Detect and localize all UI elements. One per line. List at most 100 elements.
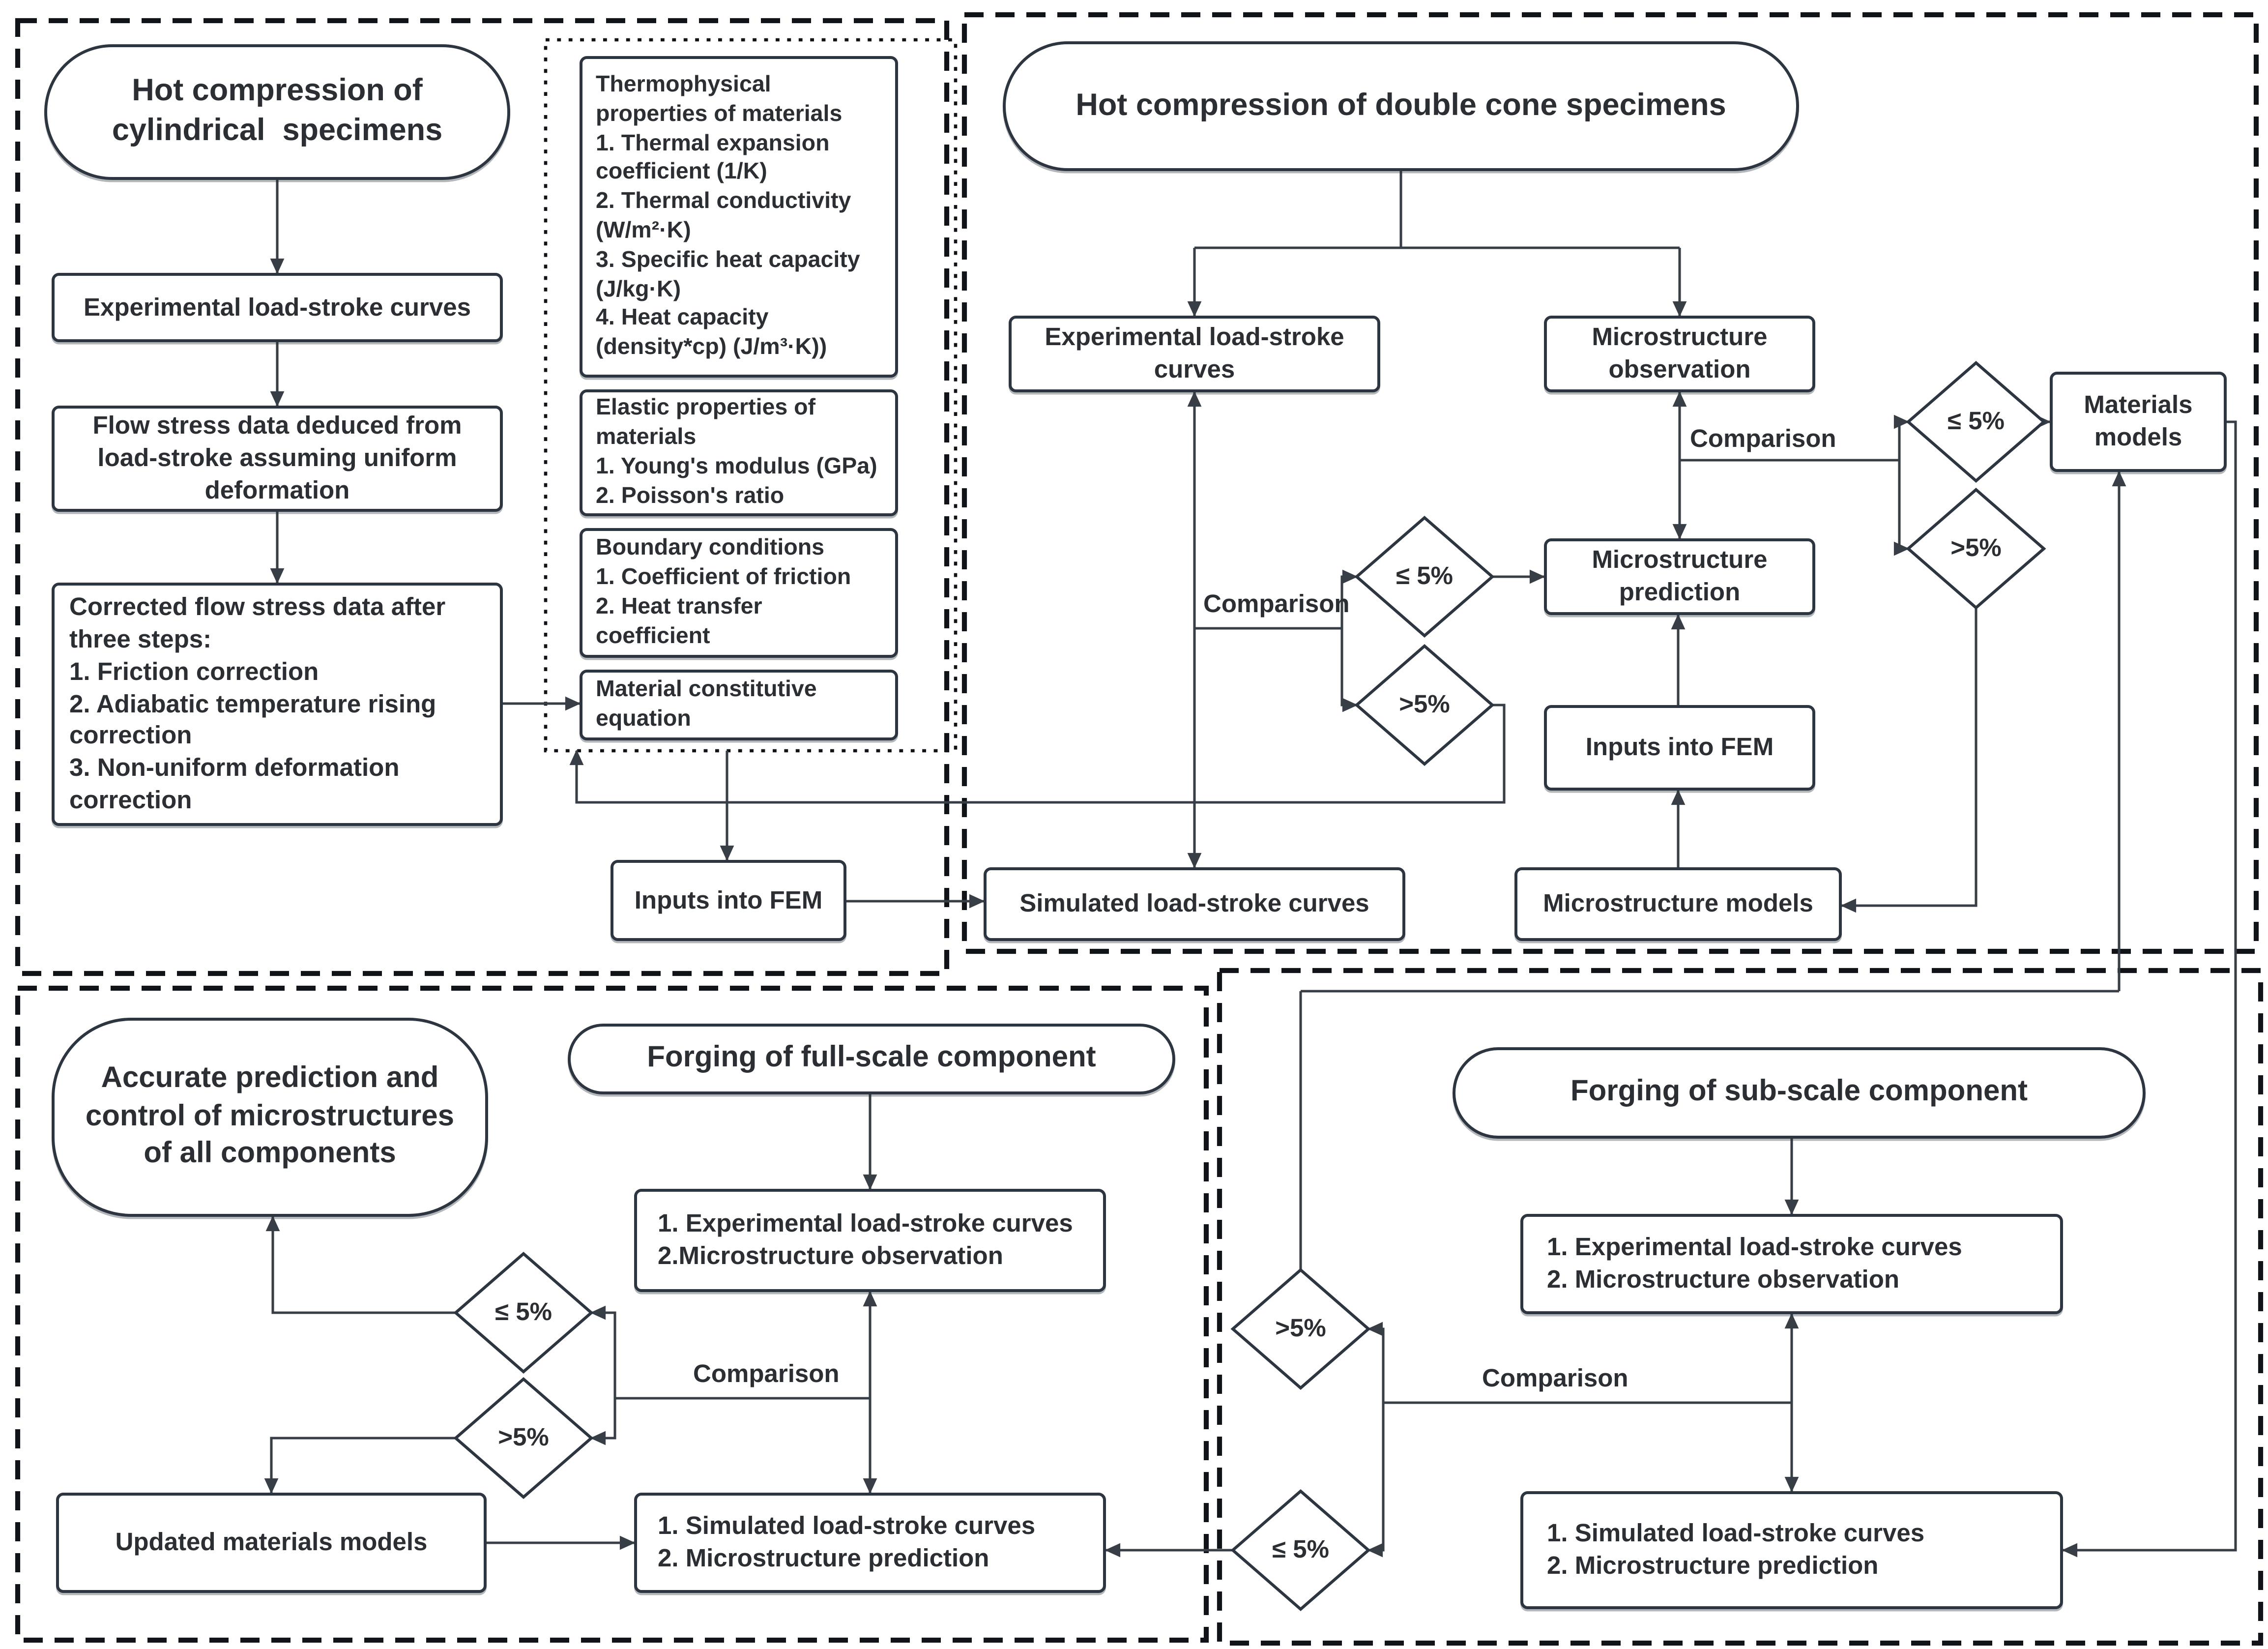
terminal-line: control of microstructures bbox=[85, 1100, 455, 1133]
decision-diamond-full-gt5 bbox=[453, 1377, 594, 1499]
terminal-line: Accurate prediction and bbox=[101, 1062, 439, 1095]
list-line: Boundary conditions bbox=[596, 536, 824, 561]
decision-diamond-micro-le5 bbox=[1906, 361, 2046, 483]
list-line: Elastic properties of materials bbox=[596, 396, 816, 450]
list-line: 1. Experimental load-stroke curves bbox=[1547, 1233, 1962, 1262]
decision-label-sub-gt5: >5% bbox=[1275, 1314, 1326, 1342]
decision-diamond-full-le5 bbox=[453, 1252, 594, 1374]
process-sub-simulated: 1. Simulated load-stroke curves 2. Micro… bbox=[1520, 1491, 2063, 1609]
terminal-label: Hot compression of double cone specimens bbox=[1076, 88, 1726, 122]
arrow-microgt5-micromodels bbox=[1840, 608, 1977, 913]
process-microstructure-prediction: Microstructure prediction bbox=[1544, 538, 1815, 615]
arrow-branch-gt5 bbox=[1340, 628, 1358, 712]
list-line: 2. Microstructure prediction bbox=[658, 1544, 989, 1572]
process-label: Experimental load-stroke curves bbox=[83, 293, 471, 321]
process-label: Updated materials models bbox=[115, 1528, 428, 1557]
decision-label-micro-le5: ≤ 5% bbox=[1948, 407, 2005, 435]
list-line: 1. Simulated load-stroke curves bbox=[658, 1512, 1036, 1540]
arrow-branch-suble5 bbox=[1367, 1403, 1385, 1558]
decision-diamond-loadstroke-le5 bbox=[1354, 516, 1495, 638]
process-label: Flow stress data deduced from load-strok… bbox=[92, 412, 462, 504]
process-label: Microstructure observation bbox=[1592, 323, 1768, 383]
list-line: 3. Specific heat capacity (J/kg·K) bbox=[596, 247, 860, 302]
process-label: Simulated load-stroke curves bbox=[1019, 889, 1369, 918]
process-label: Experimental load-stroke curves bbox=[1045, 323, 1344, 383]
process-experimental-curves-cyl: Experimental load-stroke curves bbox=[52, 273, 503, 342]
arrow-branch-subgt5 bbox=[1367, 1322, 1385, 1403]
process-label: Inputs into FEM bbox=[634, 885, 823, 914]
label-comparison-micro: Comparison bbox=[1690, 425, 1836, 453]
list-line: 2.Microstructure observation bbox=[658, 1242, 1003, 1270]
list-line: 4. Heat capacity (density*cp) (J/m³·K)) bbox=[596, 306, 827, 360]
list-line: Material constitutive equation bbox=[596, 677, 817, 732]
arrow-branch-fullgt5 bbox=[590, 1398, 616, 1445]
list-line: 1. Experimental load-stroke curves bbox=[658, 1209, 1073, 1238]
terminal-hot-compression-cylindrical: Hot compression of cylindrical specimens bbox=[44, 44, 510, 180]
arrow-branch-microle5 bbox=[1893, 414, 1910, 460]
terminal-line: of all components bbox=[144, 1137, 396, 1170]
decision-diamond-sub-le5 bbox=[1230, 1489, 1371, 1611]
list-line: 3. Non-uniform deformation correction bbox=[69, 754, 400, 814]
list-line: 1. Young's modulus (GPa) bbox=[596, 454, 877, 479]
list-line: 1. Simulated load-stroke curves bbox=[1547, 1519, 1925, 1548]
process-full-experimental: 1. Experimental load-stroke curves 2.Mic… bbox=[634, 1189, 1106, 1292]
label-comparison-full: Comparison bbox=[693, 1360, 840, 1388]
process-label: Materials models bbox=[2084, 391, 2193, 451]
process-experimental-curves-dc: Experimental load-stroke curves bbox=[1009, 316, 1380, 392]
decision-label-loadstroke-le5: ≤ 5% bbox=[1396, 562, 1453, 590]
process-label: Inputs into FEM bbox=[1585, 733, 1774, 762]
decision-diamond-loadstroke-gt5 bbox=[1354, 644, 1495, 766]
process-label: Microstructure models bbox=[1543, 889, 1813, 918]
terminal-accurate-prediction-goal: Accurate prediction and control of micro… bbox=[52, 1018, 488, 1217]
list-line: Corrected flow stress data after three s… bbox=[69, 593, 446, 654]
decision-diamonds bbox=[453, 361, 2046, 1611]
process-full-simulated: 1. Simulated load-stroke curves 2. Micro… bbox=[634, 1493, 1106, 1593]
arrow-branch-fullle5 bbox=[590, 1305, 616, 1398]
data-thermophysical-properties: Thermophysical properties of materials 1… bbox=[580, 56, 898, 378]
list-line: Thermophysical properties of materials bbox=[596, 72, 843, 127]
data-boundary-conditions: Boundary conditions 1. Coefficient of fr… bbox=[580, 528, 898, 658]
arrow-gt5-feedback-materialdata bbox=[569, 704, 1506, 804]
terminal-label: Forging of full-scale component bbox=[647, 1041, 1096, 1074]
list-line: 1. Coefficient of friction bbox=[596, 565, 851, 590]
process-updated-materials-models: Updated materials models bbox=[56, 1493, 487, 1593]
decision-label-loadstroke-gt5: >5% bbox=[1399, 690, 1450, 718]
process-inputs-into-fem-right: Inputs into FEM bbox=[1544, 705, 1815, 791]
list-line: 2. Microstructure prediction bbox=[1547, 1552, 1879, 1580]
arrow-branch-microgt5 bbox=[1893, 460, 1910, 556]
list-line: 2. Microstructure observation bbox=[1547, 1266, 1900, 1294]
list-line: 2. Adiabatic temperature rising correcti… bbox=[69, 689, 436, 750]
process-simulated-curves-shared: Simulated load-stroke curves bbox=[984, 867, 1405, 941]
arrow-branch-le5 bbox=[1340, 569, 1358, 628]
decision-diamond-micro-gt5 bbox=[1906, 488, 2046, 610]
arrow-fullle5-goal bbox=[265, 1215, 456, 1314]
data-material-constitutive-equation: Material constitutive equation bbox=[580, 670, 898, 740]
terminal-line: cylindrical specimens bbox=[112, 114, 443, 147]
process-materials-models: Materials models bbox=[2050, 372, 2227, 472]
process-microstructure-observation: Microstructure observation bbox=[1544, 316, 1815, 392]
decision-label-full-le5: ≤ 5% bbox=[495, 1298, 552, 1326]
list-line: 1. Friction correction bbox=[69, 657, 319, 686]
terminal-line: Hot compression of bbox=[132, 74, 423, 108]
section-borders bbox=[15, 12, 2264, 1646]
process-inputs-into-fem-left: Inputs into FEM bbox=[611, 860, 846, 941]
process-flow-stress-data: Flow stress data deduced from load-strok… bbox=[52, 406, 503, 512]
label-comparison-sub: Comparison bbox=[1482, 1364, 1628, 1392]
terminal-forging-sub-scale: Forging of sub-scale component bbox=[1453, 1047, 2146, 1139]
label-comparison-loadstroke: Comparison bbox=[1203, 590, 1350, 618]
connectors bbox=[264, 171, 2237, 1558]
list-line: 2. Thermal conductivity (W/m²·K) bbox=[596, 189, 851, 243]
material-data-dotted-border bbox=[544, 38, 958, 753]
list-line: 1. Thermal expansion coefficient (1/K) bbox=[596, 130, 830, 185]
list-line: 2. Poisson's ratio bbox=[596, 483, 785, 509]
terminal-hot-compression-double-cone: Hot compression of double cone specimens bbox=[1003, 41, 1799, 171]
data-elastic-properties: Elastic properties of materials 1. Young… bbox=[580, 389, 898, 516]
process-corrected-flow-stress: Corrected flow stress data after three s… bbox=[52, 583, 503, 826]
arrow-fullgt5-updatedmodels bbox=[264, 1437, 456, 1494]
decision-label-sub-le5: ≤ 5% bbox=[1272, 1535, 1329, 1563]
decision-diamond-sub-gt5 bbox=[1230, 1268, 1371, 1390]
terminal-label: Forging of sub-scale component bbox=[1570, 1075, 2028, 1108]
terminal-forging-full-scale: Forging of full-scale component bbox=[568, 1024, 1175, 1094]
